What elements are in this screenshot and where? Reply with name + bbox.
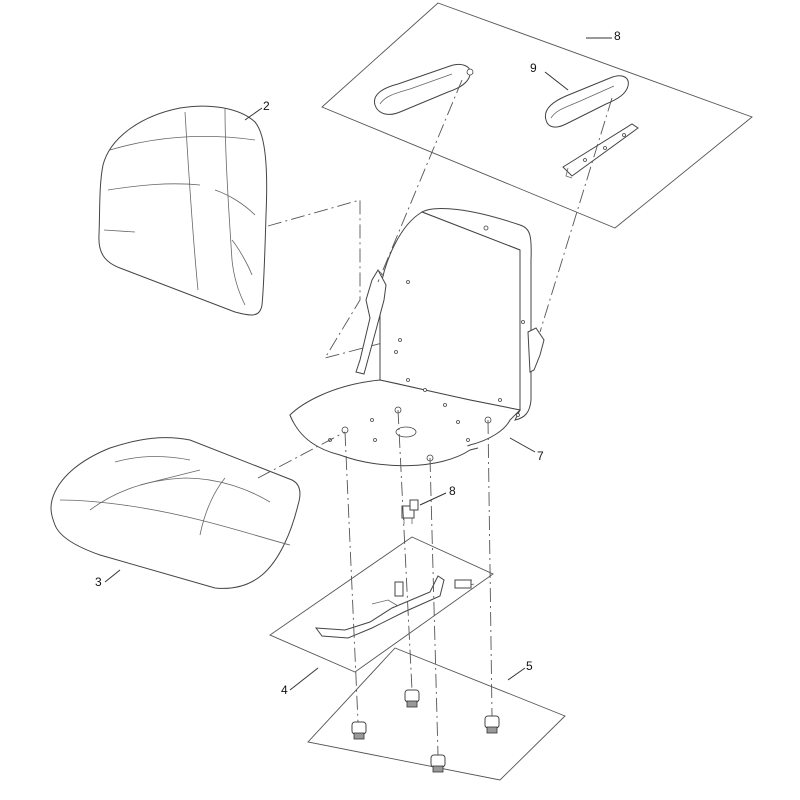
armrest-assembly-plate: [321, 2, 753, 229]
backrest-mount-plane: [267, 199, 471, 359]
isolator-rear-left: [404, 689, 420, 708]
isolator-rear-right: [484, 715, 500, 734]
isolator-front-right: [430, 754, 446, 773]
callout-5: 5: [526, 659, 533, 673]
callout-3: 3: [95, 575, 102, 589]
isolator-mount-plate: [307, 647, 566, 781]
armrest-assembly-lines: [377, 79, 613, 333]
leader-lines: [104, 37, 612, 691]
mount-alignment-lines: [344, 409, 493, 756]
callout-4: 4: [281, 683, 288, 697]
callout-7: 7: [537, 449, 544, 463]
callout-6: 8: [614, 29, 621, 43]
callout-9: 9: [530, 61, 537, 75]
backrest-cushion: [98, 105, 268, 316]
cushion-mount-line: [257, 431, 346, 479]
seat-pan: [289, 208, 545, 467]
seat-switch: [401, 499, 419, 524]
callout-8: 8: [449, 484, 456, 498]
callout-2: 2: [263, 99, 270, 113]
isolator-front-left: [351, 721, 367, 740]
seat-cushion: [50, 437, 301, 589]
slide-rail-plate: [269, 536, 494, 673]
